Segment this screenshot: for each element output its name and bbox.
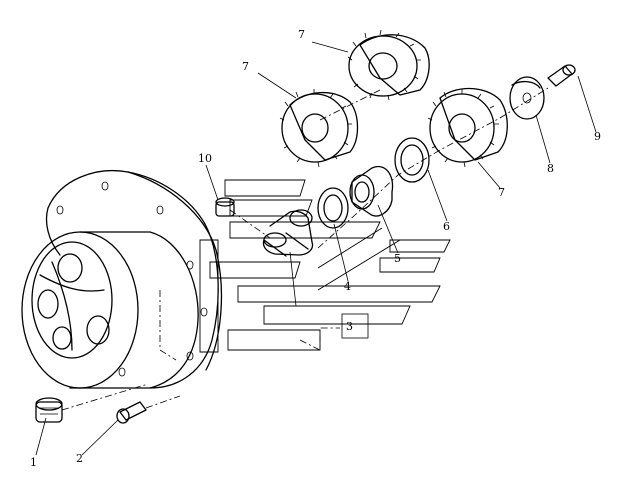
watermark-frames (199, 179, 451, 353)
callout-8: 8 (547, 162, 554, 175)
callout-3: 3 (346, 320, 353, 333)
leader-lines (35, 41, 597, 456)
sun-gear-5 (349, 165, 394, 217)
callout-9: 9 (594, 130, 601, 143)
assembly-center-lines (61, 87, 549, 411)
pin-sleeve (262, 209, 314, 257)
planet-gear-7-right (427, 87, 508, 168)
thrust-washer-4 (317, 187, 349, 229)
plug-1 (35, 397, 63, 423)
planet-gear-7-top (347, 29, 430, 101)
bolt-2 (116, 401, 147, 424)
callout-7-top: 7 (298, 28, 305, 41)
plug-10 (215, 197, 235, 217)
callout-2: 2 (76, 452, 83, 465)
callout-4: 4 (344, 280, 351, 293)
callout-6: 6 (443, 220, 450, 233)
planet-gear-7-left (279, 89, 359, 168)
callout-5: 5 (394, 252, 401, 265)
callout-1: 1 (30, 456, 37, 469)
callout-labels: 7 7 10 1 2 3 4 5 6 7 8 9 (30, 28, 601, 469)
callout-7-right: 7 (498, 186, 505, 199)
callout-7-left: 7 (242, 60, 249, 73)
screw-9 (547, 64, 576, 87)
lock-plate-8 (509, 76, 545, 120)
callout-10: 10 (198, 152, 212, 165)
differential-housing (21, 170, 223, 389)
